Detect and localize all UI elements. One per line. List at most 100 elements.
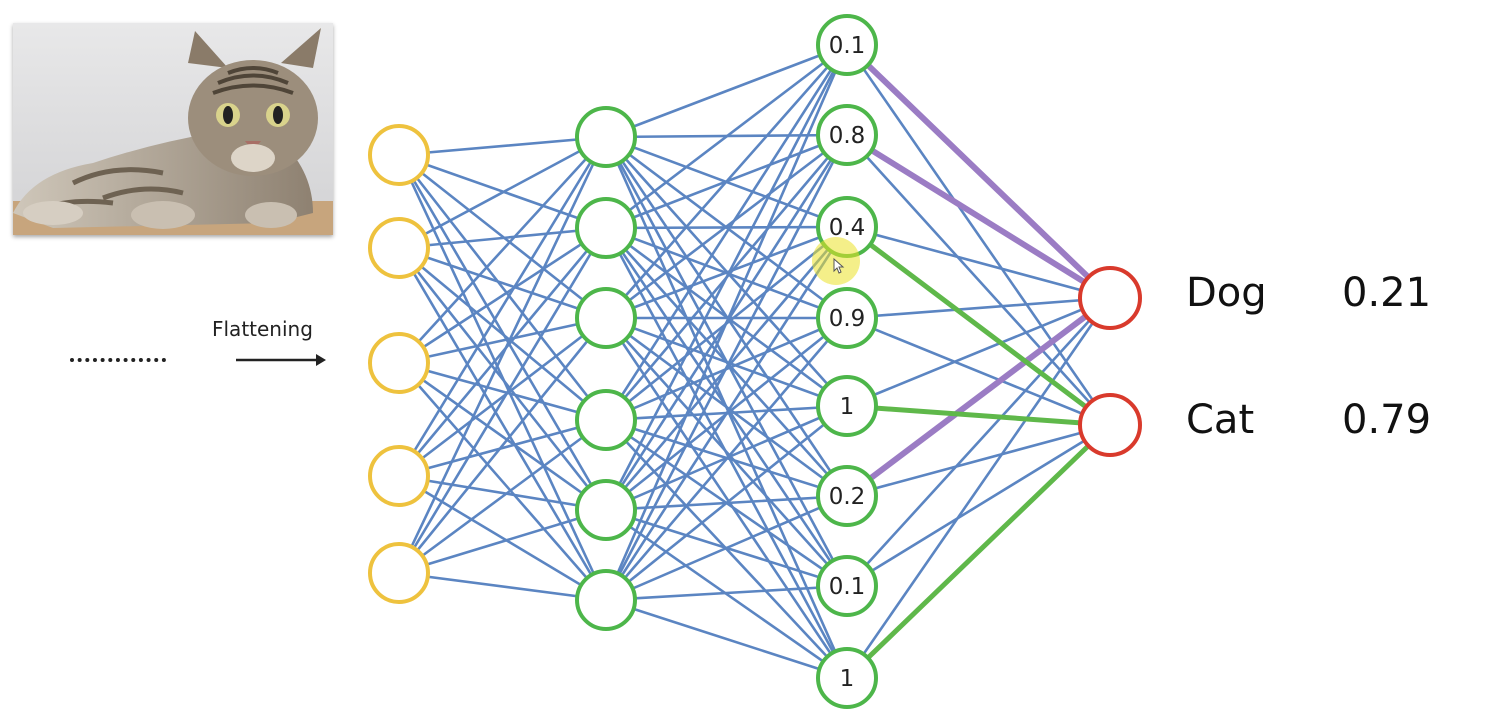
edge: [397, 246, 608, 512]
edge: [604, 225, 849, 320]
edge: [397, 361, 608, 422]
edge: [397, 246, 608, 320]
edge: [845, 296, 1112, 320]
hidden-node-value: 0.1: [829, 33, 866, 59]
edge: [397, 361, 608, 512]
edge: [845, 316, 1112, 427]
hidden-node-8: [816, 647, 878, 709]
hidden-node: [575, 479, 637, 541]
edge: [397, 135, 608, 157]
edge: [845, 296, 1112, 588]
edge: [845, 423, 1112, 498]
hidden-node-value: 0.1: [829, 574, 866, 600]
hidden-node-value: 0.2: [829, 484, 866, 510]
edge: [604, 316, 849, 588]
edge: [604, 316, 849, 408]
edge: [397, 361, 608, 602]
hidden-node: [575, 569, 637, 631]
edge: [604, 225, 849, 602]
output-value-cat: 0.79: [1342, 397, 1432, 443]
edge: [397, 153, 608, 422]
edge: [604, 404, 849, 602]
edge: [397, 135, 608, 365]
edge: [397, 226, 608, 575]
edge: [845, 43, 1112, 427]
input-node: [368, 332, 430, 394]
flatten-arrow: [236, 354, 326, 366]
edge: [604, 43, 849, 422]
cat-highlight-edge: [844, 224, 1113, 428]
hidden-node: [575, 389, 637, 451]
hidden-node-2: [816, 104, 878, 166]
edges: [397, 42, 1113, 681]
hidden-node-value: 0.8: [829, 123, 866, 149]
edge: [604, 133, 849, 602]
edge: [604, 43, 849, 230]
cat-highlight-edge: [844, 403, 1113, 428]
input-node: [368, 217, 430, 279]
hidden-node-1: [816, 14, 878, 76]
hidden-node-value: 0.9: [829, 306, 866, 332]
edge: [604, 494, 849, 602]
edge: [397, 474, 608, 602]
edge: [604, 133, 849, 320]
edge: [397, 571, 608, 602]
edge: [604, 43, 849, 139]
edge: [397, 135, 608, 250]
edge: [397, 246, 608, 422]
flattening-label: Flattening: [212, 317, 313, 341]
cat-photo: [13, 23, 333, 235]
hidden-node-value: 0.4: [829, 215, 866, 241]
output-label-cat: Cat: [1186, 397, 1255, 443]
edge: [604, 598, 849, 680]
input-node: [368, 445, 430, 507]
pointer-highlight: [812, 237, 860, 285]
mouse-pointer-icon: [833, 257, 845, 274]
edge: [397, 226, 608, 250]
output-value-dog: 0.21: [1342, 270, 1432, 316]
edge: [604, 43, 849, 602]
edge: [845, 296, 1112, 408]
edge: [397, 135, 608, 575]
dog-highlight-edge: [844, 42, 1113, 301]
hidden-node-6: [816, 465, 878, 527]
hidden-node-4: [816, 287, 878, 349]
hidden-node-7: [816, 555, 878, 617]
cat-highlight-edge: [844, 422, 1113, 681]
nodes: 0.10.80.40.910.20.11: [368, 14, 1142, 709]
edge: [604, 316, 849, 680]
edge: [397, 153, 608, 320]
output-node-dog: [1078, 266, 1142, 330]
edge: [397, 135, 608, 478]
edge: [845, 133, 1112, 427]
input-node: [368, 542, 430, 604]
input-node: [368, 124, 430, 186]
dog-highlight-edge: [844, 132, 1113, 301]
hidden-node-value: 1: [840, 666, 855, 692]
edge: [397, 316, 608, 478]
edge: [397, 508, 608, 575]
edge: [397, 316, 608, 365]
edge: [604, 43, 849, 320]
edge: [397, 226, 608, 365]
edge: [604, 43, 849, 512]
edge: [397, 316, 608, 575]
output-node-cat: [1078, 393, 1142, 457]
output-label-dog: Dog: [1186, 270, 1267, 316]
hidden-node: [575, 287, 637, 349]
edge: [397, 418, 608, 575]
edge: [845, 423, 1112, 588]
dotted-line: [70, 358, 166, 362]
hidden-node-5: [816, 375, 878, 437]
hidden-node: [575, 106, 637, 168]
edge: [397, 246, 608, 602]
dog-highlight-edge: [844, 295, 1113, 499]
edge: [397, 474, 608, 512]
edge: [845, 296, 1112, 680]
hidden-node: [575, 197, 637, 259]
edge: [604, 584, 849, 602]
edge: [397, 418, 608, 478]
edge: [845, 225, 1112, 300]
edge: [604, 316, 849, 602]
